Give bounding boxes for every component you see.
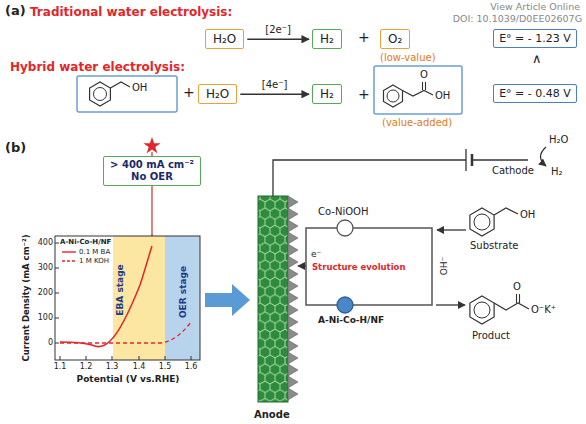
legend-title: A-Ni-Co-H/NF [60,238,111,246]
electrode-label: Cathode [492,165,534,177]
tick-label: 400 [38,238,53,248]
atom-label: OH [435,90,450,102]
plus-sign: + [358,29,370,46]
electrode-label: Anode [254,409,290,421]
tick-label: 1.2 [80,362,93,372]
legend-entry: 0.1 M BA [62,248,110,256]
box-text: E° = - 1.23 V [499,32,571,45]
phase-label: A-Ni-Co-H/NF [318,315,384,326]
panel-label: (b) [5,140,26,156]
tick-label: 1.6 [185,362,198,372]
tick-label: 1.4 [133,362,146,372]
phenylacetic-acid-structure [374,66,462,114]
lsv-plot [55,236,200,360]
edge-label: [2e⁻] [263,24,293,36]
box-text: O₂ [388,32,402,46]
tick-label: 1.5 [159,362,172,372]
comparison-sign: ∧ [532,51,542,67]
box-text: H₂O [213,32,236,46]
legend-entry: 1 M KOH [62,257,109,265]
product-box: O₂ [380,29,410,49]
circuit-wire [273,147,546,196]
tick-label: 200 [38,288,53,298]
tick-label: 1.3 [106,362,119,372]
region-label: OER stage [178,266,189,318]
tick-label: 1.1 [54,362,67,372]
atom-label: OH [520,209,535,221]
highlight-box: > 400 mA cm⁻²No OER [103,156,201,186]
tick-label: 300 [38,263,53,273]
section-title: Hybrid water electrolysis: [10,60,185,74]
legend-text: 1 M KOH [79,257,109,265]
reactant-box: H₂O [205,29,244,49]
atom-label: O [513,281,521,293]
product-structure [470,294,529,324]
legend-line-sample [62,258,76,264]
ion-label: OH⁻ [439,257,450,276]
substrate-structure [470,208,518,236]
reaction-arrow [240,93,309,94]
anode-electrode [258,196,298,402]
highlight-star [143,137,160,250]
note: (value-added) [382,117,452,129]
process-label: Structure evolution [312,262,405,272]
structure-cycle [298,220,466,313]
box-text: E° = - 0.48 V [499,87,571,100]
legend-line [62,260,76,261]
note: (low-value) [380,52,436,64]
electron-label: e⁻ [311,249,321,260]
structure-caption: Substrate [470,240,518,252]
edge-label: [4e⁻] [260,79,290,91]
section-title: Traditional water electrolysis: [30,5,232,19]
box-text: H₂O [206,87,229,101]
legend-line [62,251,76,252]
reactant-box: H₂O [198,84,237,104]
atom-label: OH [132,82,147,94]
benzyl-alcohol-structure [77,76,177,112]
potential-box: E° = - 1.23 V [493,29,577,48]
tick-label: 0 [48,338,53,348]
box-text: H₂ [320,87,334,101]
box-text: No OER [110,171,194,183]
species-label: H₂O [549,134,568,146]
axis-title: Potential (V vs.RHE) [77,374,180,385]
phase-label: Co-NiOOH [318,206,368,218]
region-label: EBA stage [115,264,126,315]
legend-text: 0.1 M BA [79,248,110,256]
plus-sign: + [183,84,195,101]
potential-box: E° = - 0.48 V [493,84,577,103]
flow-arrow [205,284,250,316]
legend-line-sample [62,249,76,255]
watermark: DOI: 10.1039/D0EE02607G [453,13,582,24]
atom-label: O⁻K⁺ [531,304,556,316]
plus-sign: + [358,86,370,103]
reaction-arrow [247,38,309,39]
tick-label: 100 [38,313,53,323]
product-box: H₂ [312,29,342,49]
box-text: > 400 mA cm⁻² [110,159,194,171]
product-box: H₂ [312,84,342,104]
axis-title: Current Density (mA cm⁻²) [21,234,31,361]
panel-label: (a) [5,3,26,19]
atom-label: O [420,69,428,81]
species-label: H₂ [551,166,563,178]
box-text: H₂ [320,32,334,46]
watermark: View Article Online [490,1,580,12]
structure-caption: Product [472,330,510,342]
